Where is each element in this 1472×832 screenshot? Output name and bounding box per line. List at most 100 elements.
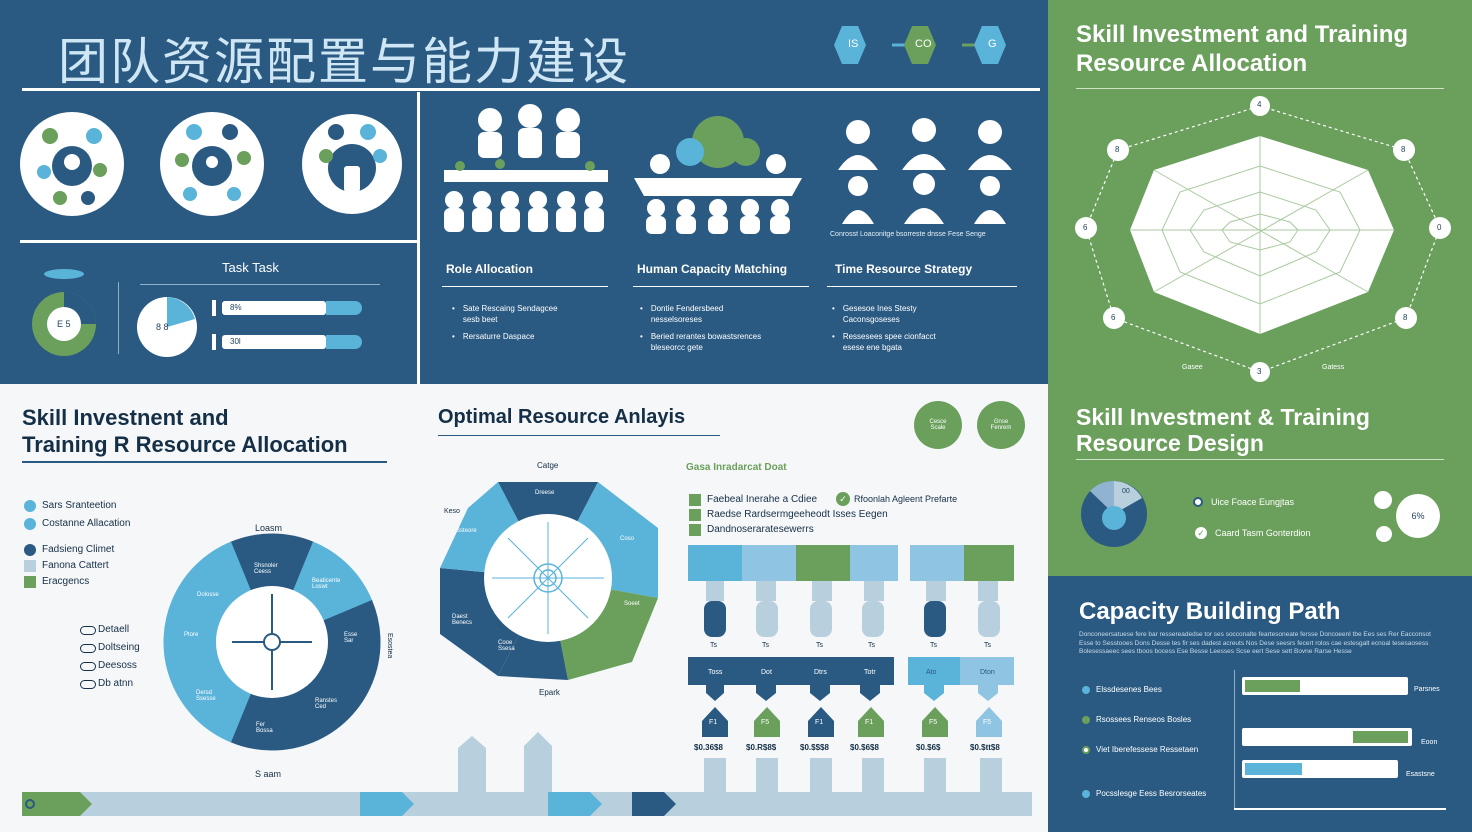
capacity-bar-1 (1242, 677, 1408, 695)
task-donut-chart (32, 269, 96, 356)
list-item: Sars Sranteetion (24, 497, 130, 515)
right-top-title-2: Resource Allocation (1076, 50, 1308, 77)
gear-seg-7: Dersd Ssesse (196, 690, 216, 702)
role-panel-1-bullets: •Sate Rescaing Sendagcee sesb beet •Rers… (452, 303, 612, 342)
list-item: •Gesesoe Ines Stesty Caconsgoseses (832, 304, 917, 324)
radar-value-l: 6 (1083, 223, 1088, 232)
right-mid-pie-value: 00 (1122, 488, 1130, 495)
radar-value-tl: 8 (1115, 145, 1120, 154)
capacity-bar-3-fill (1245, 763, 1302, 775)
right-top-rule (1076, 88, 1444, 89)
capacity-item-2: Rsossees Renseos Bosles (1082, 715, 1191, 724)
team-icons (20, 112, 402, 216)
radar-value-bottom: 3 (1257, 367, 1262, 376)
gear-side-label: Esostea (386, 633, 393, 659)
role-panel-1-title: Role Allocation (446, 262, 533, 276)
timeline (22, 732, 1032, 816)
capacity-bar-2 (1242, 728, 1412, 746)
task-bar-2 (212, 334, 372, 350)
dot-icon (24, 500, 36, 512)
radar-value-tr: 8 (1401, 145, 1406, 154)
optimal-seg-2: Ssteore (456, 528, 477, 534)
role-rule-3 (827, 286, 1017, 287)
list-item: Eracgencs (24, 573, 130, 591)
task-donut-label: E 5 (57, 319, 71, 329)
gear-seg-3: Beaticente Loswt (312, 578, 341, 590)
capacity-hline (1234, 808, 1446, 810)
impact-badge: ✓ Rfoonlah Agleent Prefarte (836, 492, 957, 506)
gear-seg-6: Fer Bossa (256, 722, 273, 734)
right-mid-badge: 6% (1396, 494, 1440, 538)
optimal-polygon-chart (440, 482, 658, 680)
role-illustrations (444, 104, 1012, 234)
role-panel-2-title: Human Capacity Matching (637, 262, 788, 276)
task-panel-title: Task Task (222, 260, 279, 275)
capacity-bar-3 (1242, 760, 1398, 778)
right-mid-item-1: Uice Foace Eungjtas (1193, 497, 1294, 507)
toggle-icon (80, 625, 96, 635)
capacity-title: Capacity Building Path (1079, 598, 1341, 625)
option-item[interactable]: Doltseing (80, 639, 140, 657)
hex-badge-row (834, 26, 1006, 64)
list-item: •Sate Rescaing Sendagcee sesb beet (452, 304, 558, 324)
right-mid-rule (1076, 459, 1444, 460)
radar-chart (1075, 96, 1451, 382)
right-mid-dot-2 (1376, 526, 1392, 542)
list-item: •Dontie Fendersbeed nesselsoreses (640, 304, 724, 324)
skill-legend: Sars Sranteetion Costanne Allacation Fad… (24, 497, 130, 591)
right-mid-dot-1 (1374, 491, 1392, 509)
gear-top-label: Loasm (255, 523, 283, 533)
capacity-panel (1048, 576, 1472, 832)
gear-seg-5: Ranstes Ced (315, 698, 338, 710)
hex-badge-3-label: G (988, 38, 997, 50)
gear-seg-4: Esse Sar (344, 632, 358, 644)
role-panel-3-title: Time Resource Strategy (835, 262, 973, 276)
divider-h (20, 240, 417, 243)
impact-grid (688, 545, 1014, 737)
task-bar-1 (212, 300, 372, 316)
dot-icon (1082, 745, 1090, 754)
gear-bottom-label: S aam (255, 769, 282, 779)
radar-value-br: 8 (1403, 313, 1408, 322)
capacity-item-1: Elssdesenes Bees (1082, 685, 1162, 694)
list-item: •Ressesees spee cionfacct esese ene bgat… (832, 332, 936, 352)
skill-left-title-1: Skill Investnent and (22, 405, 229, 430)
hex-badge-2-label: CO (915, 38, 932, 50)
role-rule-2 (633, 286, 809, 287)
dot-icon (1082, 685, 1090, 694)
optimal-circle-2: Gnse Fenrem (977, 401, 1025, 449)
impact-title: Gasa Inradarcat Doat (686, 462, 787, 473)
impact-legend: Faebeal Inerahe a Cdiee Raedse Rardsermg… (689, 492, 888, 537)
right-top-title-1: Skill Investment and Training (1076, 21, 1409, 48)
option-item[interactable]: Deesoss (80, 657, 140, 675)
right-mid-item-2: ✓ Caard Tasm Gonterdion (1195, 527, 1310, 539)
optimal-circle-1: Cesce Scale (914, 401, 962, 449)
title-underline (22, 88, 1040, 91)
option-item[interactable]: Db atnn (80, 675, 140, 693)
optimal-top-label: Catge (537, 461, 559, 470)
dot-icon (1082, 789, 1090, 798)
role-rule-1 (442, 286, 608, 287)
task-vline (118, 282, 119, 354)
role-panel-3-bullets: •Gesesoe Ines Stesty Caconsgoseses •Ress… (832, 303, 1012, 353)
capacity-bar-3-label: Esastsne (1406, 771, 1435, 778)
task-bar-2-label: 30l (230, 337, 241, 346)
list-item: Dandnoseraratesewerrs (689, 522, 888, 537)
list-item: Fadsieng Climet (24, 541, 130, 559)
gear-seg-8: Ptore (184, 632, 199, 638)
skill-options[interactable]: Detaell Doltseing Deesoss Db atnn (80, 621, 140, 693)
dot-icon (24, 544, 36, 556)
task-pie-label: 8 8 (156, 322, 169, 332)
gear-seg-1: Dolosse (197, 592, 219, 598)
toggle-icon (80, 661, 96, 671)
option-item[interactable]: Detaell (80, 621, 140, 639)
radar-value-r: 0 (1437, 223, 1442, 232)
dot-icon (24, 518, 36, 530)
check-icon: ✓ (1195, 527, 1207, 539)
optimal-title: Optimal Resource Anlayis (438, 406, 686, 428)
task-bar-1-label: 8% (230, 303, 242, 312)
list-item: Faebeal Inerahe a Cdiee (689, 492, 888, 507)
capacity-bar-1-fill (1245, 680, 1300, 692)
skill-left-rule (22, 461, 387, 463)
task-pie-chart (137, 297, 197, 357)
